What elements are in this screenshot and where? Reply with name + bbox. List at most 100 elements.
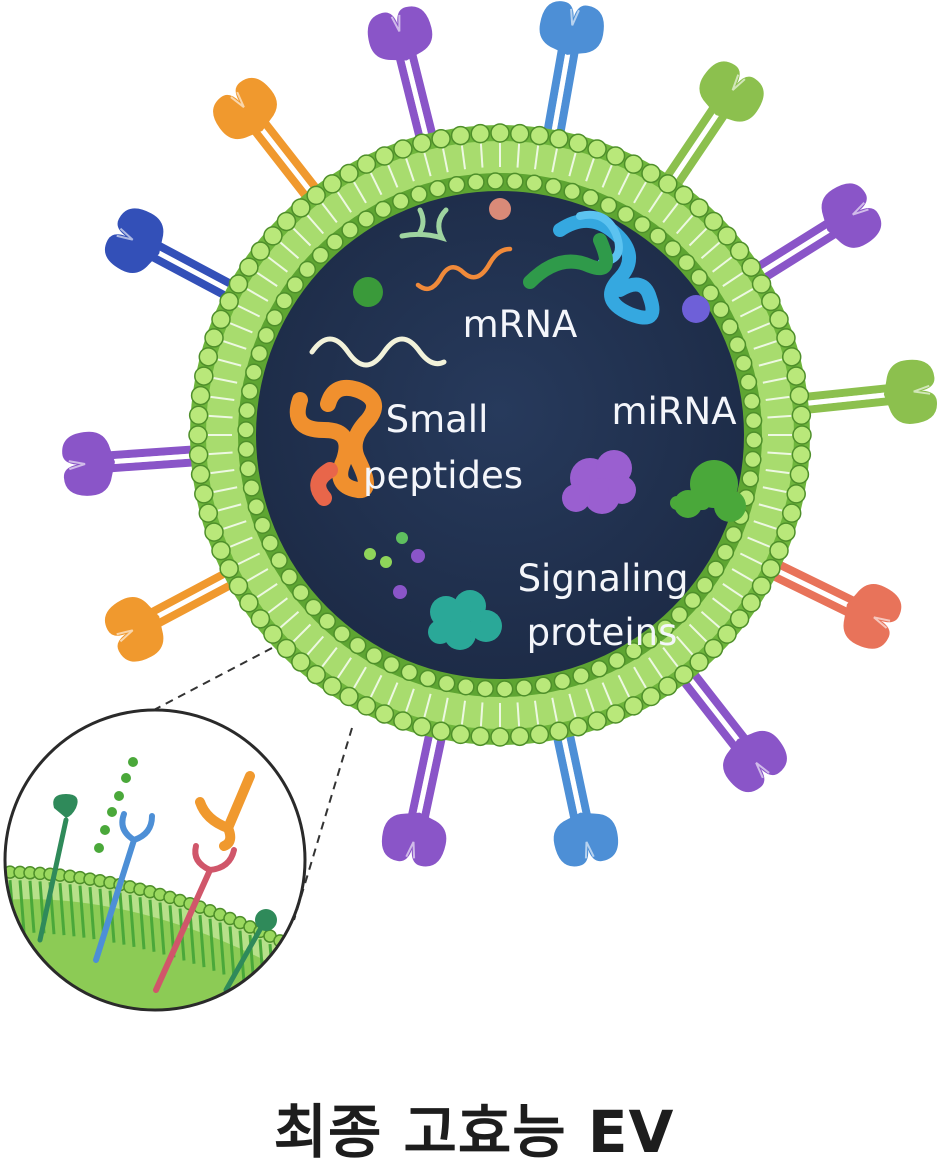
inset-lipid-tail	[330, 976, 334, 1028]
lipid-head-outer	[776, 328, 796, 348]
lipid-head-inner	[590, 660, 608, 678]
inset-receptor-red	[153, 843, 237, 993]
lipid-head-outer	[529, 724, 550, 745]
lipid-tail	[767, 414, 792, 419]
lipid-tail	[405, 688, 415, 712]
surface-receptor-icon	[367, 6, 439, 151]
lipid-head-inner	[365, 646, 383, 665]
lipid-tail	[423, 693, 432, 718]
lipid-head-outer	[741, 257, 761, 277]
lipid-tail	[747, 322, 771, 334]
inset-receptor-green	[37, 817, 69, 943]
mrna-strand-icon	[309, 336, 447, 368]
lipid-head-outer	[374, 146, 395, 166]
lipid-head-inner	[333, 625, 351, 643]
lipid-tail	[633, 666, 647, 689]
inset-lipid-tail	[188, 911, 196, 964]
lipid-tail	[387, 164, 399, 188]
lipid-head-outer	[450, 125, 471, 146]
lipid-head-outer	[356, 154, 377, 174]
lipid-tail	[767, 451, 792, 456]
lipid-head-outer	[510, 123, 530, 144]
lipid-head-inner	[581, 188, 600, 207]
lipid-tail	[208, 414, 233, 419]
lipid-tail	[217, 358, 242, 367]
lipid-tail	[675, 214, 694, 235]
lipid-head-outer	[412, 133, 432, 154]
lipid-head-inner	[374, 200, 392, 219]
lipid-head-outer	[689, 652, 709, 672]
small-peptide-cluster-icon	[289, 379, 383, 506]
lipid-head-inner	[382, 655, 401, 674]
lipid-head-inner	[677, 253, 696, 272]
surface-receptor-icon	[746, 183, 882, 287]
lipid-tail	[758, 503, 783, 512]
zoom-connector-lines	[149, 647, 353, 921]
lipid-head-inner	[515, 679, 533, 697]
lipid-head-outer	[211, 540, 231, 561]
lipid-head-outer	[761, 558, 781, 579]
lipid-head-outer	[717, 226, 737, 246]
inset-lipid-tail	[18, 880, 26, 933]
inset-receptor-blue	[93, 811, 155, 963]
lipid-head-outer	[204, 328, 224, 348]
lipid-head-outer	[674, 664, 694, 685]
lipid-head-outer	[306, 664, 326, 685]
lipid-head-outer	[276, 211, 297, 232]
lipid-tail	[321, 202, 338, 223]
lipid-tail	[353, 666, 367, 689]
lipid-head-outer	[374, 704, 395, 724]
label-mrna: mRNA	[463, 303, 578, 346]
lipid-head-inner	[428, 180, 447, 198]
surface-receptor-icon	[657, 61, 764, 196]
cargo-bead-green	[353, 277, 383, 307]
inset-lipid-head	[324, 962, 336, 974]
lipid-head-outer	[781, 503, 802, 523]
lipid-tail	[675, 635, 694, 656]
lipid-head-outer	[769, 309, 789, 330]
lipid-head-inner	[617, 205, 635, 224]
lipid-tail	[213, 377, 238, 384]
lipid-head-outer	[751, 576, 772, 596]
lipid-head-outer	[529, 125, 550, 146]
lipid-tail	[387, 682, 399, 706]
lipid-head-outer	[228, 576, 249, 596]
lipid-tail	[765, 395, 790, 402]
lipid-tail	[617, 674, 631, 698]
inset-lipid-tail	[138, 897, 146, 950]
lipid-tail	[712, 256, 733, 273]
lipid-head-outer	[291, 198, 311, 218]
lipid-head-outer	[188, 405, 209, 425]
small-rna-fragment-icon	[399, 207, 449, 243]
lipid-head-inner	[311, 246, 330, 264]
lipid-head-outer	[703, 211, 724, 232]
lipid-tail	[208, 451, 233, 456]
lipid-tail	[712, 597, 733, 614]
lipid-head-outer	[198, 347, 219, 367]
lipid-tail	[321, 647, 338, 668]
lipid-tail	[213, 486, 238, 493]
lipid-head-outer	[786, 366, 806, 386]
lipid-head-inner	[563, 182, 581, 201]
lipid-head-inner	[625, 642, 643, 660]
lipid-tail	[739, 552, 763, 566]
lipid-head-inner	[447, 175, 466, 194]
lipid-tail	[765, 468, 790, 475]
lipid-head-outer	[568, 133, 588, 154]
lipid-head-outer	[623, 696, 644, 716]
lipid-tail	[648, 191, 664, 213]
lipid-head-outer	[510, 726, 530, 747]
lipid-head-inner	[239, 459, 258, 478]
lipid-tail	[369, 172, 383, 196]
lipid-head-outer	[587, 711, 607, 731]
inset-lipid-tail	[278, 948, 286, 1002]
surface-receptor-icon	[539, 1, 604, 146]
lipid-head-outer	[789, 385, 810, 406]
lipid-tail	[551, 697, 558, 722]
lipid-tail	[442, 697, 449, 722]
lipid-head-outer	[641, 686, 661, 707]
lipid-head-inner	[608, 651, 626, 670]
lipid-tail	[516, 702, 521, 727]
lipid-head-outer	[322, 174, 342, 194]
lipid-head-outer	[219, 291, 239, 312]
